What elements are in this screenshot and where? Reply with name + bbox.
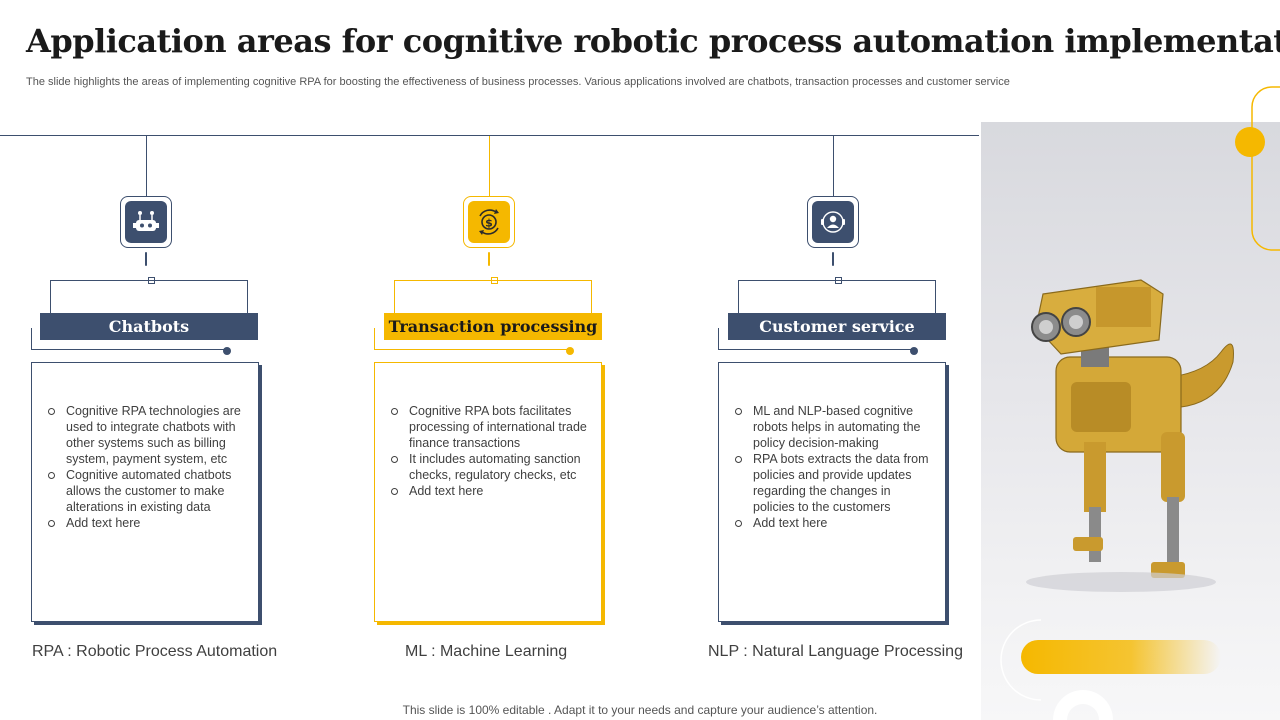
dollar-exchange-icon: $ bbox=[468, 201, 510, 243]
bullet-list: ML and NLP-based cognitive robots helps … bbox=[733, 403, 933, 531]
decorative-pill-outline bbox=[1251, 86, 1280, 251]
category-label-transaction-processing: Transaction processing bbox=[384, 313, 602, 340]
squiggle-connector bbox=[145, 252, 147, 266]
chatbot-icon-frame bbox=[120, 196, 172, 248]
label-underline bbox=[374, 328, 570, 350]
robot-photo bbox=[981, 122, 1280, 720]
chatbot-robot-icon bbox=[125, 201, 167, 243]
underline-dot bbox=[910, 347, 918, 355]
customer-service-icon-frame bbox=[807, 196, 859, 248]
card-customer-service: ML and NLP-based cognitive robots helps … bbox=[718, 362, 946, 622]
bullet-item: Add text here bbox=[733, 515, 933, 531]
squiggle-connector bbox=[832, 252, 834, 266]
robot-dog-image bbox=[1000, 279, 1234, 720]
bullet-item: RPA bots extracts the data from policies… bbox=[733, 451, 933, 515]
customer-support-icon bbox=[812, 201, 854, 243]
decorative-yellow-circle bbox=[1235, 127, 1265, 157]
underline-dot bbox=[566, 347, 574, 355]
category-label-chatbots: Chatbots bbox=[40, 313, 258, 340]
bullet-item: It includes automating sanction checks, … bbox=[389, 451, 589, 483]
header-divider bbox=[0, 135, 979, 136]
bullet-item: Add text here bbox=[46, 515, 246, 531]
bullet-item: Cognitive automated chatbots allows the … bbox=[46, 467, 246, 515]
label-underline bbox=[718, 328, 914, 350]
slide-subtitle: The slide highlights the areas of implem… bbox=[26, 76, 1010, 88]
card-chatbots: Cognitive RPA technologies are used to i… bbox=[31, 362, 259, 622]
footer-note: This slide is 100% editable . Adapt it t… bbox=[402, 703, 878, 717]
svg-text:$: $ bbox=[485, 217, 493, 230]
abbreviation-ml: ML : Machine Learning bbox=[405, 643, 568, 660]
bullet-item: ML and NLP-based cognitive robots helps … bbox=[733, 403, 933, 451]
column-connector-line bbox=[146, 136, 147, 196]
label-underline bbox=[31, 328, 227, 350]
label-bracket bbox=[50, 280, 248, 314]
card-transaction-processing: Cognitive RPA bots facilitates processin… bbox=[374, 362, 602, 622]
bullet-item: Cognitive RPA bots facilitates processin… bbox=[389, 403, 589, 451]
abbreviation-rpa: RPA : Robotic Process Automation bbox=[32, 643, 278, 660]
label-bracket bbox=[394, 280, 592, 314]
label-bracket bbox=[738, 280, 936, 314]
transaction-icon-frame: $ bbox=[463, 196, 515, 248]
bullet-list: Cognitive RPA technologies are used to i… bbox=[46, 403, 246, 531]
column-connector-line bbox=[489, 136, 490, 196]
bullet-item: Cognitive RPA technologies are used to i… bbox=[46, 403, 246, 467]
squiggle-connector bbox=[488, 252, 490, 266]
slide-title: Application areas for cognitive robotic … bbox=[26, 22, 1280, 60]
category-label-customer-service: Customer service bbox=[728, 313, 946, 340]
bullet-list: Cognitive RPA bots facilitates processin… bbox=[389, 403, 589, 499]
column-connector-line bbox=[833, 136, 834, 196]
abbreviation-nlp: NLP : Natural Language Processing bbox=[708, 643, 963, 660]
underline-dot bbox=[223, 347, 231, 355]
bullet-item: Add text here bbox=[389, 483, 589, 499]
